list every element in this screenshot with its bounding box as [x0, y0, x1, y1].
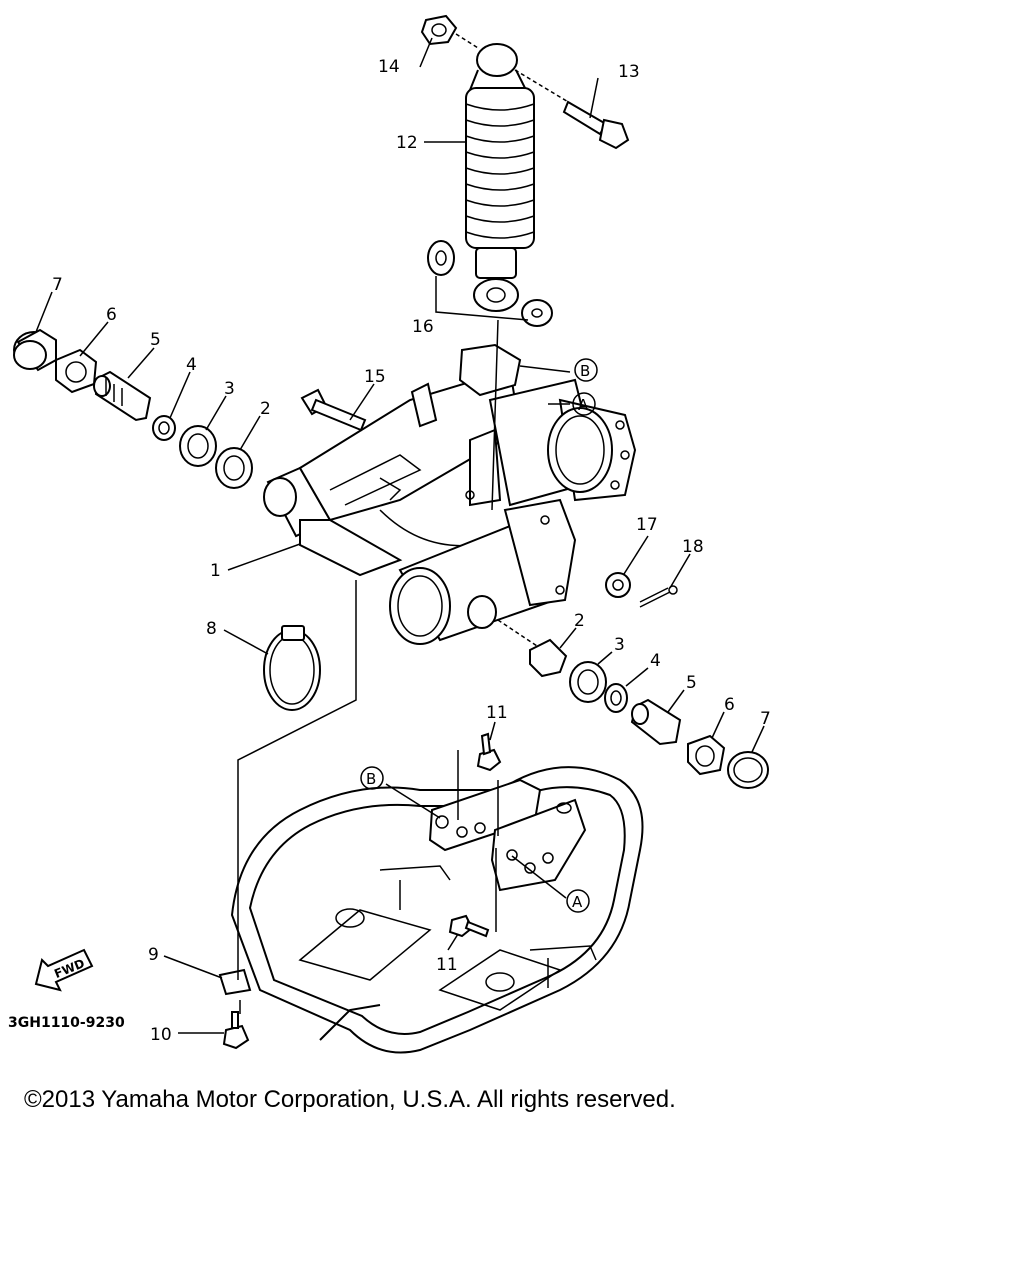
- callout-9: 9: [148, 945, 159, 965]
- right-bearing-stack: [497, 619, 769, 789]
- callout-2: 2: [260, 399, 271, 419]
- hose-clamp: [263, 625, 321, 711]
- reference-mark-a: A: [572, 893, 583, 911]
- callout-6: 6: [724, 695, 735, 715]
- callout-4: 4: [650, 651, 661, 671]
- rear-shock-absorber: [465, 43, 535, 312]
- callout-14: 14: [378, 57, 400, 77]
- reference-mark-b: B: [366, 770, 376, 788]
- callout-15: 15: [364, 367, 386, 387]
- callout-3: 3: [614, 635, 625, 655]
- shock-collars: [427, 240, 553, 327]
- callout-10: 10: [150, 1025, 172, 1045]
- callout-11: 11: [436, 955, 458, 975]
- callout-18: 18: [682, 537, 704, 557]
- swingarm-guard: [218, 766, 644, 1054]
- diagram-code: 3GH1110-9230: [8, 1015, 125, 1031]
- callout-12: 12: [396, 133, 418, 153]
- guard-bolts: [222, 732, 502, 1050]
- callout-17: 17: [636, 515, 658, 535]
- left-bearing-stack: [13, 328, 253, 489]
- callout-4: 4: [186, 355, 197, 375]
- reference-mark-a: A: [578, 396, 589, 414]
- shock-mount-bolt: [514, 69, 630, 150]
- copyright-notice: ©2013 Yamaha Motor Corporation, U.S.A. A…: [24, 1086, 676, 1113]
- shock-upper-nut: [420, 14, 479, 49]
- callout-11: 11: [486, 703, 508, 723]
- callout-labels: 1 2 2 3 3 4 4 5 5 6 6 7 7 8 9 10 11 11 1…: [52, 57, 771, 1045]
- callout-1: 1: [210, 561, 221, 581]
- callout-8: 8: [206, 619, 217, 639]
- callout-2: 2: [574, 611, 585, 631]
- reference-mark-b: B: [580, 362, 590, 380]
- callout-13: 13: [618, 62, 640, 82]
- callout-leaders: [35, 37, 765, 1034]
- callout-5: 5: [686, 673, 697, 693]
- pivot-bolt: [300, 388, 367, 432]
- exploded-parts-diagram: 1 2 2 3 3 4 4 5 5 6 6 7 7 8 9 10 11 11 1…: [8, 14, 771, 1054]
- callout-5: 5: [150, 330, 161, 350]
- callout-16: 16: [412, 317, 434, 337]
- assembly-lines: [237, 319, 499, 1014]
- washer-and-cotter-pin: [605, 572, 678, 608]
- swingarm: [263, 343, 637, 645]
- callout-3: 3: [224, 379, 235, 399]
- callout-7: 7: [52, 275, 63, 295]
- reference-marks: B A B A: [360, 358, 598, 913]
- callout-6: 6: [106, 305, 117, 325]
- callout-7: 7: [760, 709, 771, 729]
- fwd-arrow-icon: FWD: [34, 948, 94, 992]
